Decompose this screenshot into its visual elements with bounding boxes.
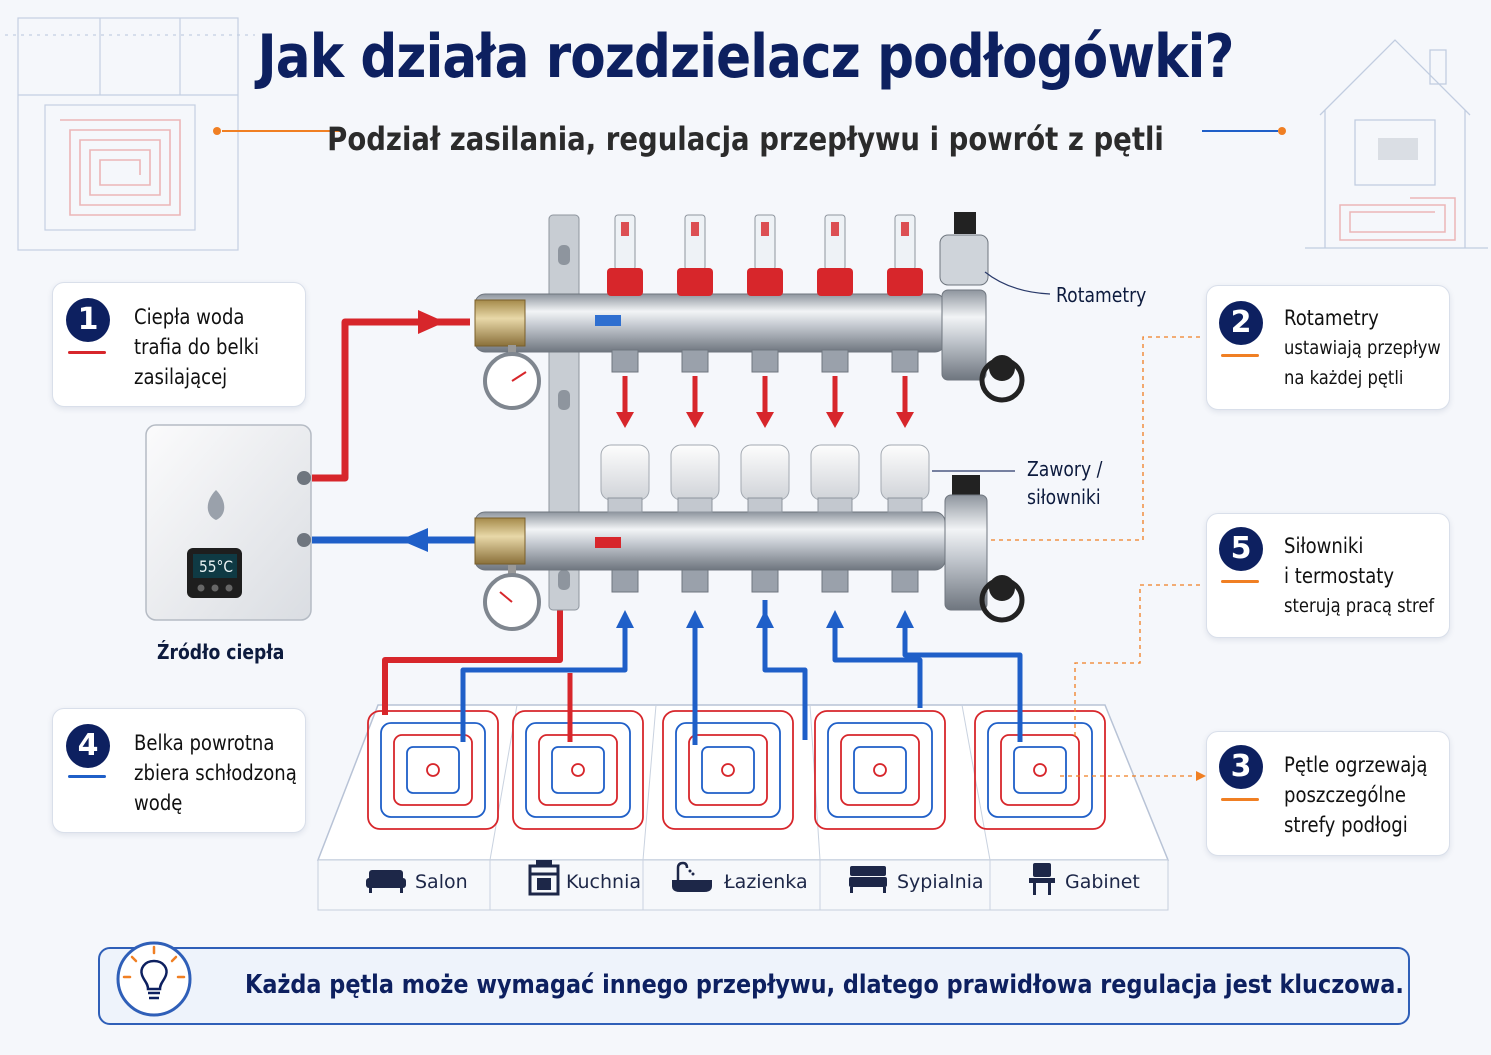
- return-bar: [474, 511, 946, 571]
- air-vent-bottom: [944, 475, 1025, 623]
- orange-connector-rotameters: [990, 336, 1200, 541]
- subtitle-decoration-left: [213, 127, 342, 135]
- room-label-gabinet: Gabinet: [1065, 871, 1140, 893]
- desk-chair-icon: [1029, 863, 1055, 895]
- accent-swatch-2: [1221, 354, 1259, 357]
- info-banner: [98, 947, 1410, 1025]
- return-pipe-3: [762, 600, 808, 740]
- actuator-2: [670, 444, 720, 501]
- sofa-icon: [366, 870, 406, 893]
- banner-text: Każda pętla może wymagać innego przepływ…: [245, 970, 1404, 1000]
- flame-icon: [207, 490, 225, 520]
- room-label-sypialnia: Sypialnia: [897, 871, 984, 893]
- blueprint-floorplan-left: [5, 17, 255, 251]
- floor-loop-4: [814, 710, 946, 830]
- page-subtitle: Podział zasilania, regulacja przepływu i…: [327, 120, 1164, 158]
- page-title: Jak działa rozdzielacz podłogówki?: [257, 22, 1234, 92]
- rotameter-cap-5: [887, 268, 923, 296]
- floor-loop-3: [662, 710, 794, 830]
- step-number-3: 3: [1219, 745, 1263, 789]
- rotameter-cap-3: [747, 268, 783, 296]
- return-pipe-5: [902, 625, 1023, 742]
- boiler-supply-pipe: [312, 318, 470, 482]
- subtitle-decoration-right: [1202, 127, 1286, 135]
- step-number-2: 2: [1219, 301, 1263, 345]
- supply-color-swatch: [68, 351, 106, 354]
- pressure-gauge-bottom: [483, 565, 541, 631]
- air-vent-top: [939, 212, 1025, 403]
- loop-supply-pipe: [382, 590, 563, 715]
- floor-loop-1: [367, 710, 499, 830]
- room-label-kuchnia: Kuchnia: [566, 871, 642, 893]
- step-number-1: 1: [66, 298, 110, 342]
- floor-loop-5: [974, 710, 1106, 830]
- room-label-lazienka: Łazienka: [724, 871, 808, 893]
- actuator-3: [740, 444, 790, 501]
- floor-loop-2: [512, 710, 644, 830]
- return-color-swatch: [68, 775, 106, 778]
- supply-bar: [474, 293, 946, 353]
- bed-icon: [849, 866, 887, 893]
- bathtub-icon: [672, 861, 712, 892]
- blueprint-house-right: [1305, 39, 1488, 249]
- rotameter-cap-1: [607, 268, 643, 296]
- rotameter-cap-4: [817, 268, 853, 296]
- supply-arrow: [418, 310, 445, 334]
- callout-rotameters: Rotametry: [1056, 283, 1147, 307]
- heat-source-boiler: [145, 424, 312, 621]
- step-number-5: 5: [1219, 527, 1263, 571]
- return-pipe-4: [832, 625, 923, 708]
- return-pipe-1: [460, 625, 628, 742]
- heat-source-label: Źródło ciepła: [157, 640, 285, 664]
- rotameters-leader-line: [984, 271, 1051, 295]
- rotameter-cap-2: [677, 268, 713, 296]
- pressure-gauge-top: [483, 345, 541, 410]
- stove-icon: [528, 860, 560, 896]
- actuator-4: [810, 444, 860, 501]
- accent-swatch-3: [1221, 798, 1259, 801]
- boiler-display-value: 55°C: [199, 557, 233, 576]
- actuator-1: [600, 444, 650, 501]
- accent-swatch-5: [1221, 580, 1259, 583]
- return-arrow: [400, 528, 428, 552]
- step-number-4: 4: [66, 724, 110, 768]
- orange-connector-actuators: [1074, 584, 1200, 740]
- actuator-5: [880, 444, 930, 501]
- callout-valves: Zawory /siłowniki: [1027, 457, 1103, 509]
- lightbulb-icon: [116, 941, 192, 1017]
- room-label-salon: Salon: [415, 871, 468, 893]
